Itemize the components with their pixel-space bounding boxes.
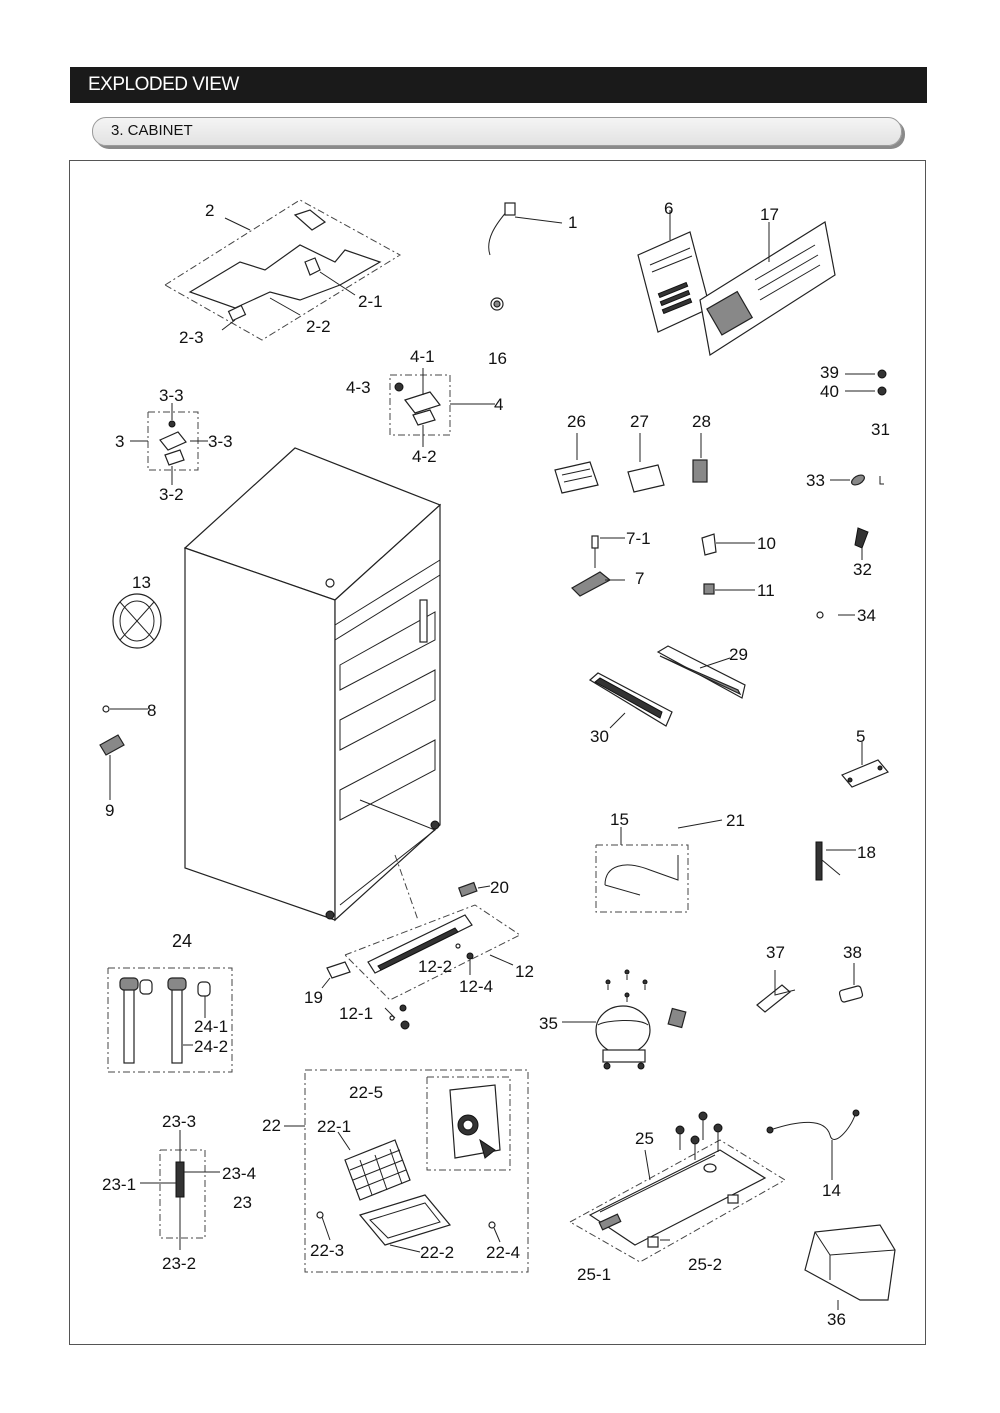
label-27: 27	[630, 412, 649, 431]
part-39-40-screws	[845, 369, 887, 396]
section-title: 3. CABINET	[111, 122, 193, 139]
label-32: 32	[853, 560, 872, 579]
part-36-drain-tray	[804, 1224, 896, 1310]
part-29-30-rails	[588, 645, 746, 729]
label-17: 17	[760, 205, 779, 224]
part-10-11	[701, 533, 755, 595]
page-title: EXPLODED VIEW	[88, 74, 239, 95]
label-6: 6	[664, 199, 673, 218]
label-2-2: 2-2	[306, 317, 331, 336]
label-22-3: 22-3	[310, 1241, 344, 1260]
label-8: 8	[147, 701, 156, 720]
label-9: 9	[105, 801, 114, 820]
part-33-32-34	[816, 474, 884, 619]
label-4-3: 4-3	[346, 378, 371, 397]
part-2-top-cover	[164, 199, 401, 341]
label-29: 29	[729, 645, 748, 664]
label-1: 1	[568, 213, 577, 232]
label-22-4: 22-4	[486, 1243, 520, 1262]
label-25-1: 25-1	[577, 1265, 611, 1284]
header-bar: EXPLODED VIEW	[70, 67, 927, 103]
cabinet-body	[183, 447, 442, 922]
label-21: 21	[726, 811, 745, 830]
label-15: 15	[610, 810, 629, 829]
label-4-1: 4-1	[410, 347, 435, 366]
label-12-1: 12-1	[339, 1004, 373, 1023]
label-24-2: 24-2	[194, 1037, 228, 1056]
label-39: 39	[820, 363, 839, 382]
label-28: 28	[692, 412, 711, 431]
label-2-1: 2-1	[358, 292, 383, 311]
label-11: 11	[757, 581, 775, 600]
part-7-handle	[571, 535, 625, 597]
part-17-label	[699, 221, 836, 356]
label-19: 19	[304, 988, 323, 1007]
part-16-cap	[490, 297, 504, 311]
part-12-group	[321, 881, 521, 1030]
label-36: 36	[827, 1310, 846, 1329]
label-30: 30	[590, 727, 609, 746]
part-5-bracket	[841, 742, 889, 788]
diagram-frame	[69, 160, 926, 1345]
label-37: 37	[766, 943, 785, 962]
label-10: 10	[757, 534, 776, 553]
label-3: 3	[115, 432, 124, 451]
label-3-2: 3-2	[159, 485, 184, 504]
label-14: 14	[822, 1181, 841, 1200]
part-6-manual	[637, 210, 711, 333]
part-22-evaporator-group	[284, 1069, 529, 1273]
part-15-21-18	[595, 819, 856, 913]
label-5: 5	[856, 727, 865, 746]
label-33: 33	[806, 471, 825, 490]
label-20: 20	[490, 878, 509, 897]
label-22-1: 22-1	[317, 1117, 351, 1136]
label-4-2: 4-2	[412, 447, 437, 466]
part-24-tubes	[107, 967, 233, 1073]
label-22-5: 22-5	[349, 1083, 383, 1102]
label-18: 18	[857, 843, 876, 862]
label-38: 38	[843, 943, 862, 962]
label-23-1: 23-1	[102, 1175, 136, 1194]
label-2-3: 2-3	[179, 328, 204, 347]
label-25-2: 25-2	[688, 1255, 722, 1274]
part-37-38	[756, 963, 864, 1013]
label-7-1: 7-1	[626, 529, 651, 548]
label-3-3b: 3-3	[208, 432, 233, 451]
label-12-4: 12-4	[459, 977, 493, 996]
label-16: 16	[488, 349, 507, 368]
label-23: 23	[233, 1193, 252, 1212]
label-24-1: 24-1	[194, 1017, 228, 1036]
part-26-27-28-labels	[554, 433, 708, 494]
label-22-2: 22-2	[420, 1243, 454, 1262]
part-1-wire	[488, 202, 563, 256]
label-34: 34	[857, 606, 876, 625]
label-13: 13	[132, 573, 151, 592]
section-tab: 3. CABINET	[92, 117, 902, 146]
part-23-group	[140, 1130, 220, 1250]
part-25-base-plate	[568, 1111, 786, 1263]
label-40: 40	[820, 382, 839, 401]
label-35: 35	[539, 1014, 558, 1033]
part-14-sensor-wire	[766, 1109, 860, 1180]
part-3-hinge-group	[130, 403, 208, 485]
part-4-hinge-group	[389, 368, 495, 447]
label-31: 31	[871, 420, 890, 439]
label-4: 4	[494, 395, 503, 414]
part-8-9-pins	[99, 705, 148, 800]
label-23-3: 23-3	[162, 1112, 196, 1131]
label-25: 25	[635, 1129, 654, 1148]
label-23-4: 23-4	[222, 1164, 256, 1183]
label-26: 26	[567, 412, 586, 431]
part-35-compressor	[562, 969, 687, 1070]
label-3-3a: 3-3	[159, 386, 184, 405]
label-12: 12	[515, 962, 534, 981]
label-22: 22	[262, 1116, 281, 1135]
label-12-2: 12-2	[418, 957, 452, 976]
label-24: 24	[172, 931, 192, 951]
label-2: 2	[205, 201, 214, 220]
part-13-fan-cover	[112, 593, 162, 649]
label-7: 7	[635, 569, 644, 588]
label-23-2: 23-2	[162, 1254, 196, 1273]
